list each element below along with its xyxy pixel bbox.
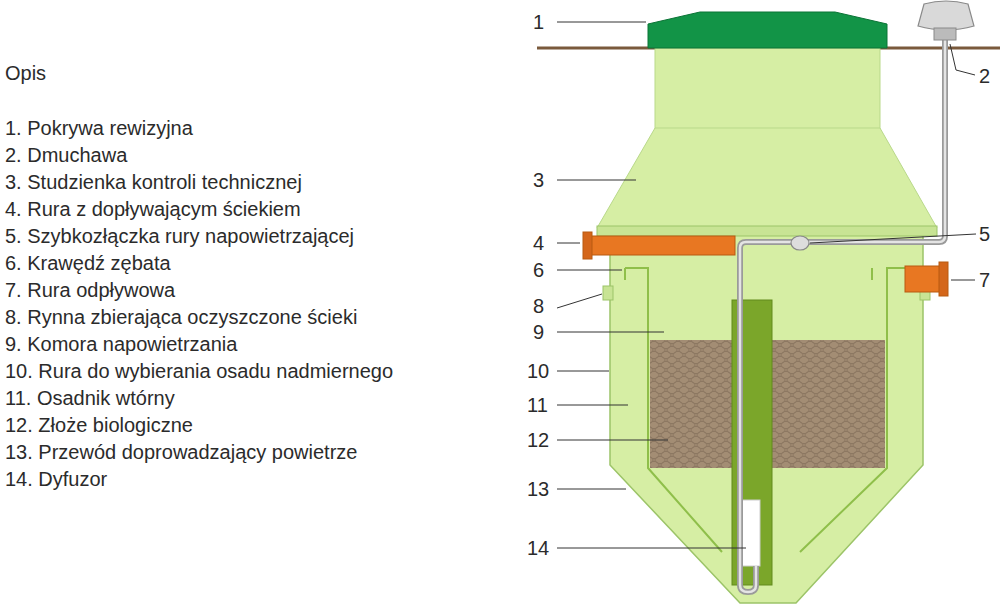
leader-line: [557, 22, 646, 23]
callout-number: 2: [979, 65, 990, 88]
leader-line: [557, 243, 580, 244]
outlet-pipe: [905, 266, 941, 292]
callout-number: 11: [527, 394, 548, 417]
leader-line: [557, 548, 746, 549]
leader-line: [950, 44, 975, 75]
description-item: 14. Dyfuzor: [5, 468, 107, 491]
collecting-gutter: [603, 286, 613, 300]
inlet-pipe: [590, 236, 735, 255]
inspection-shaft: [655, 48, 880, 130]
description-item: 10. Rura do wybierania osadu nadmiernego: [5, 360, 393, 383]
leader-line: [557, 270, 622, 271]
callout-number: 7: [979, 269, 990, 292]
inlet-flange: [583, 232, 592, 259]
description-item: 8. Rynna zbierająca oczyszczone ścieki: [5, 306, 357, 329]
leader-line: [557, 440, 668, 441]
tank-flange: [597, 226, 937, 236]
leader-line: [557, 489, 626, 490]
description-item: 4. Rura z dopływającym ściekiem: [5, 198, 301, 221]
callout-number: 6: [533, 259, 544, 282]
leader-line: [810, 234, 976, 243]
leader-line: [557, 332, 664, 333]
callout-number: 1: [533, 11, 544, 34]
heading: Opis: [5, 62, 46, 85]
blower-base: [934, 28, 956, 40]
callout-number: 8: [533, 295, 544, 318]
callout-number: 5: [979, 223, 990, 246]
callout-number: 13: [527, 478, 549, 501]
description-item: 9. Komora napowietrzania: [5, 333, 237, 356]
callout-number: 14: [527, 537, 549, 560]
description-item: 12. Złoże biologiczne: [5, 414, 193, 437]
callout-number: 12: [527, 429, 549, 452]
callout-number: 3: [533, 169, 544, 192]
description-item: 1. Pokrywa rewizyjna: [5, 117, 193, 140]
leader-line: [557, 180, 636, 181]
leader-line: [951, 280, 975, 281]
description-item: 3. Studzienka kontroli technicznej: [5, 171, 302, 194]
blower: [918, 1, 974, 30]
callout-number: 10: [527, 360, 549, 383]
leader-line: [557, 294, 602, 308]
leader-line: [557, 405, 628, 406]
inspection-lid: [648, 12, 887, 48]
air-pipe-highlight: [740, 40, 945, 592]
description-item: 2. Dmuchawa: [5, 144, 127, 167]
shaft-cone: [597, 128, 937, 228]
leader-lines: [557, 22, 976, 548]
description-item: 11. Osadnik wtórny: [5, 387, 175, 410]
tank-body: [610, 228, 923, 603]
toothed-edge: [624, 268, 626, 280]
leader-line: [557, 371, 609, 372]
description-item: 5. Szybkozłączka rury napowietrzającej: [5, 225, 354, 248]
outlet-flange: [939, 262, 948, 296]
toothed-edge: [871, 268, 873, 280]
diffuser: [742, 500, 760, 566]
description-item: 6. Krawędź zębata: [5, 252, 171, 275]
quick-coupling: [791, 236, 809, 250]
callout-number: 4: [533, 232, 544, 255]
callout-number: 9: [533, 321, 544, 344]
air-pipe: [740, 40, 945, 592]
description-item: 7. Rura odpływowa: [5, 279, 175, 302]
description-item: 13. Przewód doprowadzający powietrze: [5, 441, 357, 464]
